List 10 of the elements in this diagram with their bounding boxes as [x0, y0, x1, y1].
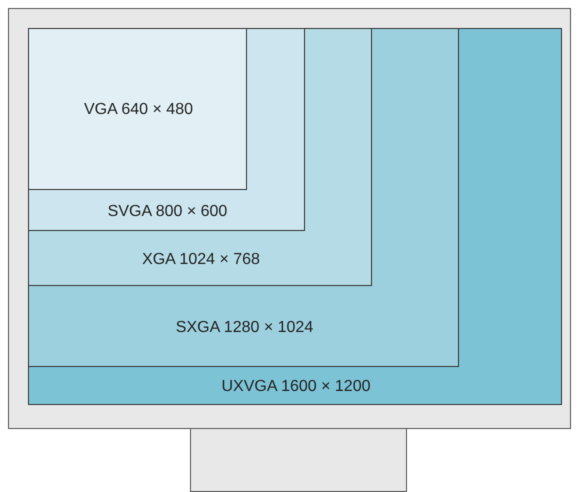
resolution-label: UXVGA 1600 × 1200: [222, 378, 370, 396]
resolution-label: SVGA 800 × 600: [108, 202, 228, 220]
resolution-area: [28, 28, 459, 367]
resolution-label: VGA 640 × 480: [84, 101, 193, 119]
resolution-area: [28, 28, 372, 286]
resolution-label: XGA 1024 × 768: [142, 250, 260, 268]
resolution-label: SXGA 1280 × 1024: [176, 318, 314, 336]
resolution-area: [28, 28, 247, 190]
resolution-area: [28, 28, 562, 405]
resolution-area: [28, 28, 305, 231]
